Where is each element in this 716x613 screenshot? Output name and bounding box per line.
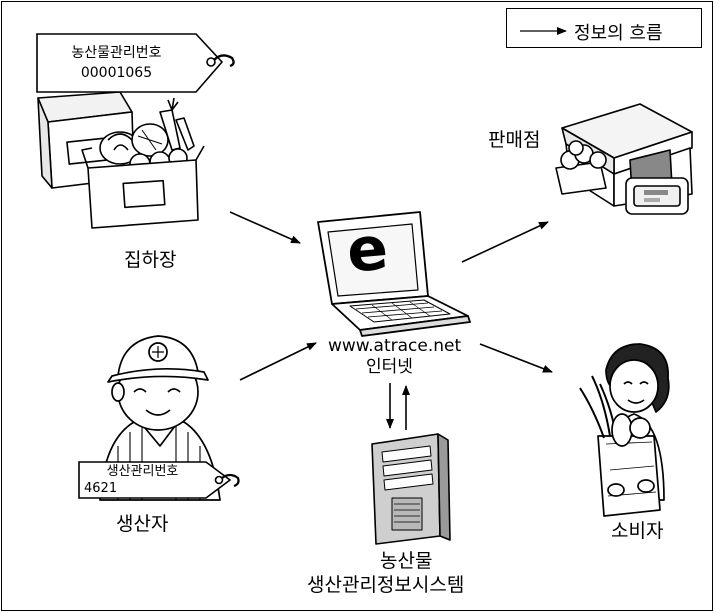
retailer-illustration xyxy=(555,103,693,215)
consumer-label: 소비자 xyxy=(611,520,664,542)
legend-label: 정보의 흐름 xyxy=(574,23,663,44)
arrow-internet-to-retailer xyxy=(461,221,549,263)
producer-tag-title: 생산관리번호 xyxy=(106,464,179,479)
collection-tag-title: 농산물관리번호 xyxy=(71,45,162,61)
producer-tag-shape xyxy=(78,461,240,499)
consumer-illustration xyxy=(579,343,670,517)
internet-label: 인터넷 xyxy=(366,357,413,377)
collection-tag-shape xyxy=(36,33,235,93)
arrow-internet-to-consumer xyxy=(479,343,553,373)
collection-center-label: 집하장 xyxy=(124,249,177,271)
collection-boxes-illustration xyxy=(37,91,205,229)
collection-tag-number: 00001065 xyxy=(80,65,153,81)
server-illustration xyxy=(371,433,451,545)
laptop-illustration xyxy=(317,211,471,337)
internet-url: www.atrace.net xyxy=(328,336,462,356)
laptop-e-logo: e xyxy=(344,213,391,287)
arrow-collection-to-internet xyxy=(229,211,301,244)
retailer-label: 판매점 xyxy=(488,129,541,151)
legend-box xyxy=(506,8,702,48)
system-label-line2: 생산관리정보시스템 xyxy=(307,574,465,596)
arrow-producer-to-internet xyxy=(239,342,317,381)
producer-label: 생산자 xyxy=(116,513,169,535)
system-label-line1: 농산물 xyxy=(380,550,433,572)
producer-tag-number: 4621 xyxy=(84,481,118,496)
